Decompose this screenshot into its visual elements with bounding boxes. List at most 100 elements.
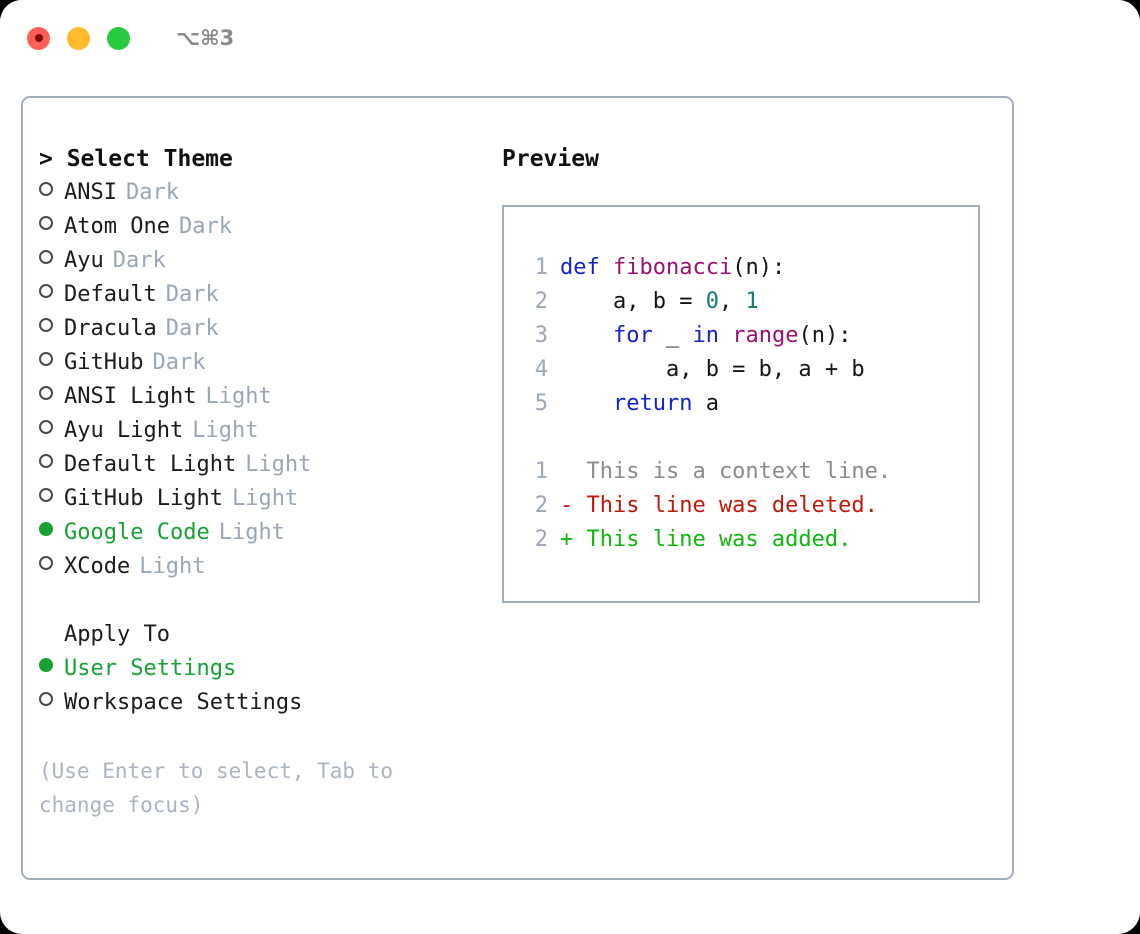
radio-selected-icon: [39, 658, 53, 672]
option-tag: Light: [139, 554, 206, 579]
preview-title: Preview: [502, 146, 599, 172]
diff-line-del: 2 - This line was deleted.: [522, 489, 978, 523]
option-tag: Dark: [165, 282, 219, 307]
code-token-txt: [719, 323, 732, 348]
radio-unselected-icon: [39, 182, 53, 196]
code-token-num: 1: [745, 289, 759, 314]
close-dot-icon: [34, 34, 43, 42]
apply-option-workspace-settings[interactable]: Workspace Settings: [39, 686, 489, 720]
line-number: 2: [534, 527, 548, 552]
code-token-txt: a: [692, 391, 719, 416]
line-number: 1: [534, 255, 548, 280]
option-label: Default: [64, 282, 157, 307]
option-tag: Light: [218, 520, 285, 545]
close-button-icon[interactable]: [27, 26, 50, 50]
option-label: Atom One: [64, 214, 170, 239]
option-label: Ayu Light: [64, 418, 184, 443]
option-tag: Dark: [112, 248, 166, 273]
theme-option-google-code[interactable]: Google Code Light: [39, 516, 489, 550]
theme-option-default[interactable]: Default Dark: [39, 278, 489, 312]
code-line: 3 for _ in range(n):: [522, 319, 978, 353]
option-tag: Light: [205, 384, 272, 409]
code-token-txt: ,: [718, 289, 746, 314]
diff-line-ctx: 1 This is a context line.: [522, 455, 978, 489]
option-label: ANSI Light: [64, 384, 197, 409]
code-token-txt: [560, 323, 613, 348]
radio-unselected-icon: [39, 250, 53, 264]
option-tag: Light: [192, 418, 259, 443]
theme-option-ansi[interactable]: ANSI Dark: [39, 176, 489, 210]
theme-option-github[interactable]: GitHub Dark: [39, 346, 489, 380]
option-label: XCode: [64, 554, 131, 579]
radio-unselected-icon: [39, 420, 53, 434]
option-label: Google Code: [64, 520, 210, 545]
code-token-num: 0: [705, 289, 719, 314]
code-text: for _ in range(n):: [560, 319, 851, 353]
theme-option-dracula[interactable]: Dracula Dark: [39, 312, 489, 346]
theme-option-ayu[interactable]: Ayu Dark: [39, 244, 489, 278]
line-number: 4: [534, 357, 548, 382]
code-text: def fibonacci(n):: [560, 251, 785, 285]
code-token-txt: a, b =: [560, 289, 706, 314]
option-label: Ayu: [64, 248, 104, 273]
code-token-txt: [560, 391, 613, 416]
code-text: a, b = 0, 1: [560, 285, 759, 319]
option-label: Workspace Settings: [64, 690, 303, 715]
code-diff-spacer: [522, 421, 978, 455]
option-tag: Light: [245, 452, 312, 477]
radio-unselected-icon: [39, 284, 53, 298]
code-token-fn: fibonacci: [612, 255, 733, 280]
title-bar: ⌥⌘3: [0, 0, 1140, 76]
radio-unselected-icon: [39, 318, 53, 332]
diff-text: + This line was added.: [560, 527, 852, 552]
option-label: ANSI: [64, 180, 117, 205]
code-token-txt: _: [652, 323, 693, 348]
theme-option-ayu-light[interactable]: Ayu Light Light: [39, 414, 489, 448]
keyboard-shortcut-label: ⌥⌘3: [176, 26, 235, 50]
diff-text: This is a context line.: [560, 459, 892, 484]
maximize-button-icon[interactable]: [107, 26, 130, 50]
code-line: 4 a, b = b, a + b: [522, 353, 978, 387]
option-tag: Dark: [125, 180, 179, 205]
apply-option-user-settings[interactable]: User Settings: [39, 652, 489, 686]
code-token-fn: range: [732, 323, 799, 348]
code-token-kw: def: [560, 255, 613, 280]
code-text: a, b = b, a + b: [560, 353, 865, 387]
line-number: 2: [534, 289, 548, 314]
option-tag: Dark: [152, 350, 206, 375]
code-token-kw: for: [612, 323, 653, 348]
option-label: Dracula: [64, 316, 157, 341]
radio-unselected-icon: [39, 556, 53, 570]
code-line: 2 a, b = 0, 1: [522, 285, 978, 319]
line-number: 5: [534, 391, 548, 416]
code-token-txt: (n):: [798, 323, 852, 348]
theme-option-xcode[interactable]: XCode Light: [39, 550, 489, 584]
diff-sample: 1 This is a context line. 2 - This line wa…: [522, 455, 978, 557]
radio-unselected-icon: [39, 386, 53, 400]
minimize-button-icon[interactable]: [67, 26, 90, 50]
theme-option-ansi-light[interactable]: ANSI Light Light: [39, 380, 489, 414]
code-line: 5 return a: [522, 387, 978, 421]
line-number: 2: [534, 493, 548, 518]
code-line: 1 def fibonacci(n):: [522, 251, 978, 285]
select-theme-heading: > Select Theme: [39, 146, 233, 172]
diff-text: - This line was deleted.: [560, 493, 878, 518]
apply-to-heading: Apply To: [64, 622, 170, 647]
radio-unselected-icon: [39, 488, 53, 502]
traffic-lights: [27, 26, 130, 50]
footer-hint-text: (Use Enter to select, Tab to change focu…: [39, 759, 406, 817]
section-spacer: [39, 584, 489, 618]
option-label: GitHub Light: [64, 486, 223, 511]
code-token-txt: a, b = b, a + b: [560, 357, 865, 382]
option-label: GitHub: [64, 350, 144, 375]
option-tag: Dark: [165, 316, 219, 341]
